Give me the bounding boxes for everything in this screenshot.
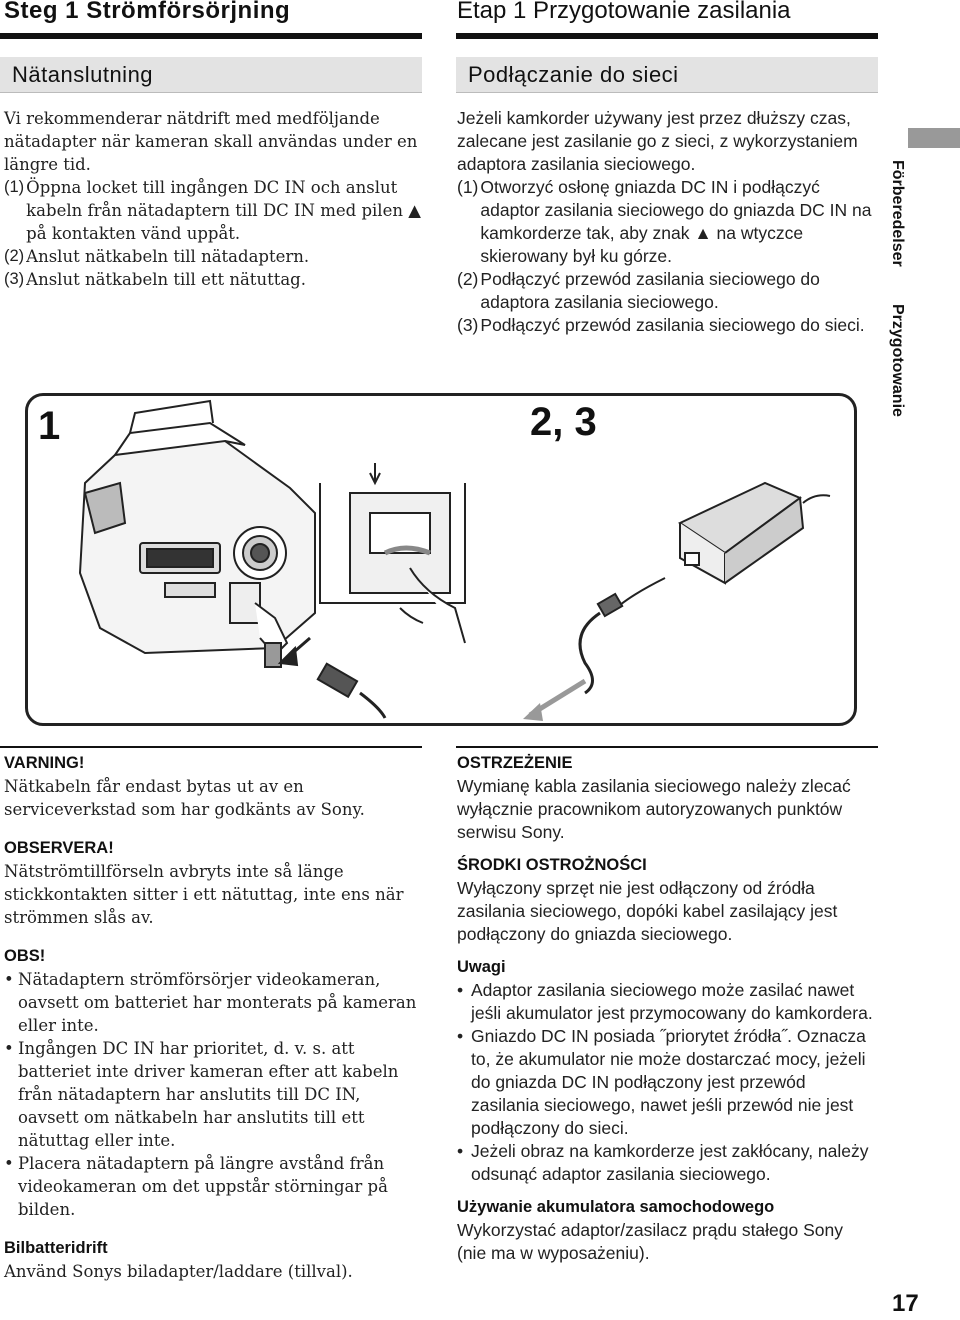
right-obs-item-1: • Adaptor zasilania sieciowego może zasil… [457,979,875,1025]
right-note-title: ŚRODKI OSTROŻNOŚCI [457,856,647,874]
illustration-frame [25,393,857,726]
right-step-3: (3)Podłączyć przewód zasilania siecioweg… [457,314,875,337]
figure-label-1: 1 [38,404,61,448]
step-text: Podłączyć przewód zasilania sieciowego d… [480,315,865,335]
right-obs-item-3: • Jeżeli obraz na kamkorderze jest zakłóc… [457,1140,875,1186]
side-tab-swedish: Förberedelser [889,160,906,267]
right-notes: OSTRZEŻENIE Wymianę kabla zasilania siec… [457,752,875,1265]
page-number: 17 [892,1290,919,1317]
left-section-band: Nätanslutning [0,57,422,93]
left-step-2: (2)Anslut nätkabeln till nätadaptern. [4,245,422,268]
right-car-title: Używanie akumulatora samochodowego [457,1198,775,1216]
left-obs-item-3: •Placera nätadaptern på längre avstånd f… [4,1152,422,1221]
left-header-rule [0,33,422,39]
left-step-1: (1)Öppna locket till ingången DC IN och … [4,176,422,245]
step-text: Anslut nätkabeln till ett nätuttag. [26,270,306,289]
ac-cord-drawing [523,577,666,721]
camcorder-adapter-illustration [78,399,831,721]
left-car-text: Använd Sonys biladapter/laddare (tillval… [4,1262,353,1281]
left-intro: Vi rekommenderar nätdrift med medföljand… [4,109,418,174]
side-tab-marker [908,128,960,148]
right-header-rule [456,33,878,39]
left-warning-title: VARNING! [4,754,85,772]
bullet-icon: • [4,970,14,989]
step-text: Podłączyć przewód zasilania sieciowego d… [480,269,820,312]
left-step-title: Steg 1 Strömförsörjning [4,0,291,24]
bullet-text: Nätadaptern strömförsörjer videokameran,… [18,970,417,1035]
right-intro: Jeżeli kamkorder używany jest przez dłuż… [457,108,858,174]
right-section-band: Podłączanie do sieci [456,57,878,93]
right-instructions: Jeżeli kamkorder używany jest przez dłuż… [457,107,875,337]
camcorder-drawing [78,399,316,668]
step-number: (2) [4,247,25,265]
bullet-text: Adaptor zasilania sieciowego może zasila… [471,980,873,1023]
step-text: Anslut nätkabeln till nätadaptern. [26,247,310,266]
figure-label-2-3: 2, 3 [530,400,597,444]
left-obs-title: OBS! [4,947,46,965]
step-number: (1) [4,178,25,196]
left-car-title: Bilbatteridrift [4,1239,108,1257]
step-number: (1) [457,177,479,197]
bullet-text: Jeżeli obraz na kamkorderze jest zakłóca… [471,1141,869,1184]
left-note-title: OBSERVERA! [4,839,114,857]
inset-hand-drawing [319,463,466,644]
step-text: Öppna locket till ingången DC IN och ans… [26,178,421,243]
ac-adapter-drawing [677,481,831,585]
right-note-text: Wyłączony sprzęt nie jest odłączony od ź… [457,878,838,944]
step-text: Otworzyć osłonę gniazda DC IN i podłączy… [480,177,872,266]
left-warning-text: Nätkabeln får endast bytas ut av en serv… [4,777,365,819]
left-notes: VARNING! Nätkabeln får endast bytas ut a… [4,752,422,1283]
left-instructions: Vi rekommenderar nätdrift med medföljand… [4,107,422,291]
right-warning-text: Wymianę kabla zasilania sieciowego należ… [457,776,851,842]
left-notes-rule [0,746,422,748]
bullet-icon: • [4,1154,14,1173]
bullet-text: Placera nätadaptern på längre avstånd fr… [18,1154,388,1219]
right-obs-title: Uwagi [457,958,506,976]
bullet-text: Gniazdo DC IN posiada ˝priorytet źródła˝… [471,1026,866,1138]
bullet-icon: • [457,1141,464,1161]
step-number: (3) [457,315,479,335]
left-obs-item-2: •Ingången DC IN har prioritet, d. v. s. … [4,1037,422,1152]
bullet-icon: • [457,980,464,1000]
right-step-1: (1)Otworzyć osłonę gniazda DC IN i podłą… [457,176,875,268]
dc-plug-drawing [316,662,387,719]
bullet-icon: • [4,1039,14,1058]
right-obs-item-2: • Gniazdo DC IN posiada ˝priorytet źródła… [457,1025,875,1140]
right-car-text: Wykorzystać adaptor/zasilacz prądu stałe… [457,1220,843,1263]
side-tab-polish: Przygotowanie [889,304,906,417]
left-note-text: Nätströmtillförseln avbryts inte så läng… [4,862,404,927]
step-number: (2) [457,269,479,289]
bullet-icon: • [457,1026,464,1046]
left-obs-item-1: •Nätadaptern strömförsörjer videokameran… [4,968,422,1037]
bullet-text: Ingången DC IN har prioritet, d. v. s. a… [18,1039,399,1150]
right-warning-title: OSTRZEŻENIE [457,754,573,772]
right-step-2: (2)Podłączyć przewód zasilania siecioweg… [457,268,875,314]
left-step-3: (3)Anslut nätkabeln till ett nätuttag. [4,268,422,291]
right-step-title: Etap 1 Przygotowanie zasilania [457,0,791,24]
right-notes-rule [456,746,878,748]
step-number: (3) [4,270,25,288]
